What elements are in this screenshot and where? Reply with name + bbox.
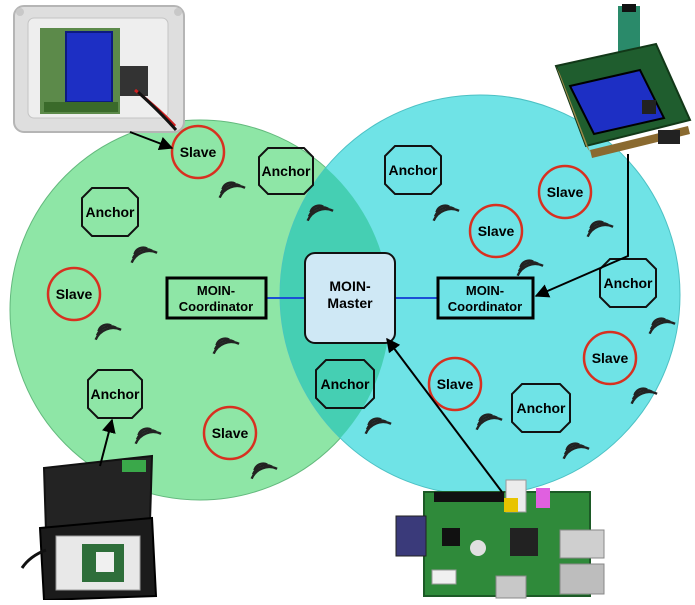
- svg-text:Slave: Slave: [437, 376, 474, 392]
- lcd-node-in-white-case-photo: [13, 5, 185, 133]
- svg-text:Coordinator: Coordinator: [448, 299, 522, 314]
- svg-text:Slave: Slave: [478, 223, 515, 239]
- arrow-photo-to-right-coordinator: [534, 154, 629, 298]
- stacked-lcd-board-photo: [554, 4, 692, 158]
- slave-node: Slave: [582, 330, 659, 413]
- svg-text:Slave: Slave: [180, 144, 217, 160]
- svg-text:MOIN-: MOIN-: [466, 283, 504, 298]
- anchor-node: Anchor: [511, 383, 591, 468]
- slave-node: Slave: [170, 124, 247, 207]
- slave-node: Slave: [202, 405, 279, 488]
- arrow-photo-to-master: [386, 337, 503, 493]
- svg-text:Anchor: Anchor: [262, 163, 312, 179]
- anchor-node: Anchor: [87, 369, 163, 453]
- svg-text:Anchor: Anchor: [604, 275, 654, 291]
- slave-node: Slave: [468, 203, 545, 285]
- anchor-node: Anchor: [599, 258, 677, 343]
- black-case-node-photo: [20, 454, 158, 602]
- moin-coordinator-node: MOIN- Coordinator: [165, 276, 268, 363]
- slave-node: Slave: [46, 266, 123, 349]
- svg-text:Anchor: Anchor: [389, 162, 439, 178]
- svg-text:Anchor: Anchor: [91, 386, 141, 402]
- raspberry-pi-board-photo: [395, 479, 605, 599]
- anchor-node: Anchor: [315, 359, 393, 443]
- svg-text:Slave: Slave: [547, 184, 584, 200]
- svg-text:Slave: Slave: [56, 286, 93, 302]
- slave-node: Slave: [537, 164, 615, 246]
- svg-text:Anchor: Anchor: [86, 204, 136, 220]
- svg-text:Slave: Slave: [592, 350, 629, 366]
- arrow-photo-to-slave: [129, 131, 174, 151]
- svg-text:Anchor: Anchor: [517, 400, 567, 416]
- moin-master-node: MOIN- Master: [304, 252, 396, 344]
- svg-text:Slave: Slave: [212, 425, 249, 441]
- svg-text:MOIN-: MOIN-: [329, 278, 371, 294]
- anchor-node: Anchor: [384, 145, 461, 230]
- svg-text:MOIN-: MOIN-: [197, 283, 235, 298]
- svg-text:Coordinator: Coordinator: [179, 299, 253, 314]
- slave-node: Slave: [427, 356, 504, 439]
- anchor-node: Anchor: [258, 147, 335, 230]
- anchor-node: Anchor: [81, 187, 159, 272]
- arrow-photo-to-anchor: [99, 418, 116, 467]
- svg-text:Master: Master: [327, 295, 373, 311]
- svg-text:Anchor: Anchor: [321, 376, 371, 392]
- moin-coordinator-node: MOIN- Coordinator: [436, 276, 535, 320]
